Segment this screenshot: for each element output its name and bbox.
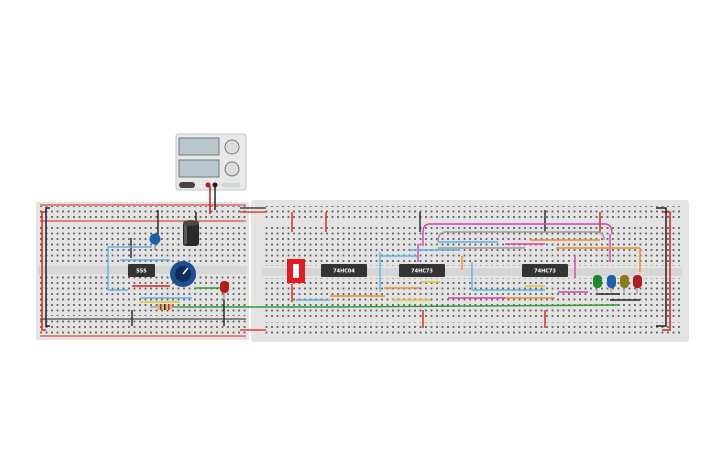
- ic-74hc73-2[interactable]: 74HC73: [522, 264, 568, 277]
- ic-74hc73-2-label: 74HC73: [534, 269, 556, 275]
- resistor[interactable]: [150, 304, 180, 310]
- power-supply[interactable]: [175, 133, 247, 191]
- psu-label-plate: [222, 183, 240, 187]
- ic-74hc73-1[interactable]: 74HC73: [399, 264, 445, 277]
- dip-switch[interactable]: [287, 259, 305, 283]
- ic-555[interactable]: 555: [128, 264, 155, 277]
- terminal-strip-bottom[interactable]: [38, 276, 247, 316]
- led-array[interactable]: [593, 275, 642, 294]
- jumper-wires[interactable]: [107, 210, 641, 328]
- ic-555-label: 555: [136, 269, 147, 275]
- power-rail-bottom[interactable]: [38, 320, 247, 334]
- electrolytic-capacitor[interactable]: [183, 220, 199, 246]
- psu-current-knob[interactable]: [224, 161, 240, 177]
- power-rail-bottom[interactable]: [262, 322, 682, 336]
- led-green[interactable]: [593, 275, 602, 294]
- rail-wires[interactable]: [41, 186, 671, 331]
- breadboard-right[interactable]: [251, 200, 689, 342]
- ic-74hc04[interactable]: 74HC04: [321, 264, 367, 277]
- psu-display-current: [178, 159, 220, 178]
- psu-power-switch[interactable]: [179, 182, 195, 188]
- led-yellow[interactable]: [620, 275, 629, 294]
- psu-voltage-knob[interactable]: [224, 139, 240, 155]
- ic-74hc73-1-label: 74HC73: [411, 269, 433, 275]
- psu-negative-terminal[interactable]: [212, 182, 218, 188]
- psu-display-voltage: [178, 137, 220, 156]
- led-blue[interactable]: [607, 275, 616, 294]
- potentiometer-knob[interactable]: [170, 261, 196, 287]
- power-rail-top[interactable]: [262, 206, 682, 220]
- led-red[interactable]: [633, 275, 642, 294]
- led-red-indicator[interactable]: [220, 281, 229, 300]
- power-rail-top[interactable]: [38, 206, 247, 220]
- terminal-strip-top[interactable]: [38, 224, 247, 264]
- ic-74hc04-label: 74HC04: [333, 269, 355, 275]
- ceramic-capacitor[interactable]: [149, 233, 161, 251]
